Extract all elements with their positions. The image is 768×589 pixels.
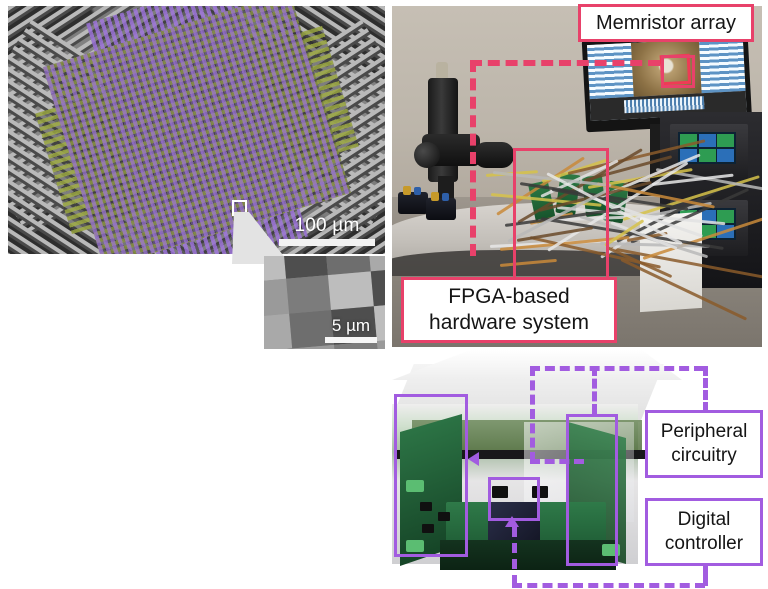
memristor-cell bbox=[264, 279, 289, 318]
sem-inset-panel: 5 µm bbox=[264, 256, 385, 349]
microscope-objective-lens bbox=[414, 142, 440, 168]
memristor-cell bbox=[328, 271, 373, 310]
leader-line-peripheral-label-drop bbox=[703, 366, 708, 412]
probe-manipulator-1 bbox=[398, 192, 428, 214]
roi-box-fpga-hardware bbox=[513, 148, 609, 280]
scale-bar-100um-label: 100 µm bbox=[279, 215, 375, 236]
label-peripheral-line1: Peripheral bbox=[661, 420, 748, 444]
leader-line-peripheral-right-drop bbox=[592, 366, 597, 414]
label-digital-controller: Digital controller bbox=[645, 498, 763, 566]
label-peripheral-circuitry: Peripheral circuitry bbox=[645, 410, 763, 478]
probe-manipulator-2 bbox=[426, 198, 456, 220]
scale-bar-100um-bar bbox=[279, 239, 375, 246]
label-digital-line1: Digital bbox=[678, 508, 731, 532]
leader-line-peripheral-top bbox=[530, 366, 704, 371]
memristor-cell bbox=[367, 256, 385, 271]
label-fpga-line1: FPGA-based bbox=[448, 284, 569, 310]
scale-bar-100um: 100 µm bbox=[279, 215, 375, 246]
arrow-peripheral-left bbox=[468, 452, 479, 466]
leader-line-array-vertical bbox=[470, 60, 476, 256]
label-memristor-array-text: Memristor array bbox=[596, 12, 736, 35]
memristor-cell bbox=[370, 268, 385, 307]
monitor-pad-array-right bbox=[699, 37, 746, 93]
memristor-cell bbox=[264, 314, 292, 349]
hardware-zoom-wedge bbox=[392, 350, 682, 380]
label-memristor-array: Memristor array bbox=[578, 4, 754, 42]
memristor-cell bbox=[286, 275, 331, 314]
roi-box-digital-controller bbox=[488, 477, 540, 521]
scale-bar-5um: 5 µm bbox=[325, 316, 377, 343]
label-digital-line2: controller bbox=[665, 532, 743, 556]
leader-line-array-horizontal bbox=[470, 60, 660, 66]
roi-box-memristor-array bbox=[661, 55, 695, 88]
scale-bar-5um-label: 5 µm bbox=[325, 316, 377, 335]
monitor-pad-array-left bbox=[587, 43, 634, 99]
label-fpga-hardware: FPGA-based hardware system bbox=[401, 277, 617, 343]
label-peripheral-line2: circuitry bbox=[671, 444, 736, 468]
leader-line-digital-rise bbox=[512, 527, 517, 585]
sem-micrograph-panel: 100 µm bbox=[8, 6, 385, 254]
label-fpga-line2: hardware system bbox=[429, 310, 589, 336]
leader-line-peripheral-arrow-run bbox=[530, 459, 584, 464]
roi-box-peripheral-left bbox=[394, 394, 468, 557]
leader-line-digital-bottom bbox=[512, 583, 705, 588]
scale-bar-5um-bar bbox=[325, 337, 377, 343]
arrow-digital-up bbox=[505, 516, 519, 527]
leader-line-peripheral-left-drop bbox=[530, 366, 535, 462]
microscope-arm bbox=[474, 142, 514, 168]
roi-box-peripheral-right bbox=[566, 414, 618, 566]
